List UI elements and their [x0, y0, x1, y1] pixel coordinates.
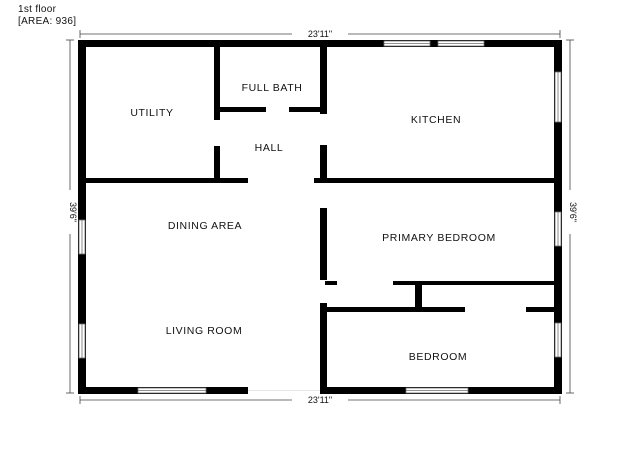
- floor-name: 1st floor: [18, 4, 57, 15]
- room-label-utility: UTILITY: [130, 107, 173, 119]
- room-label-kitchen: KITCHEN: [411, 114, 461, 126]
- dimension-bottom: 23'11": [308, 395, 332, 405]
- room-label-primary-bedroom: PRIMARY BEDROOM: [382, 232, 496, 244]
- room-label-full-bath: FULL BATH: [242, 82, 303, 94]
- room-label-hall: HALL: [255, 142, 284, 154]
- dimension-left: 39'6": [68, 202, 78, 222]
- room-label-bedroom: BEDROOM: [409, 351, 467, 363]
- floor-area: [AREA: 936]: [18, 16, 77, 27]
- room-label-living-room: LIVING ROOM: [166, 325, 243, 337]
- dimension-right: 39'6": [568, 202, 578, 222]
- floor-header: 1st floor [AREA: 936]: [18, 4, 76, 28]
- room-label-dining-area: DINING AREA: [168, 220, 242, 232]
- interior-walls: [84, 44, 558, 387]
- windows: [78, 40, 562, 394]
- dimension-top: 23'11": [308, 29, 332, 39]
